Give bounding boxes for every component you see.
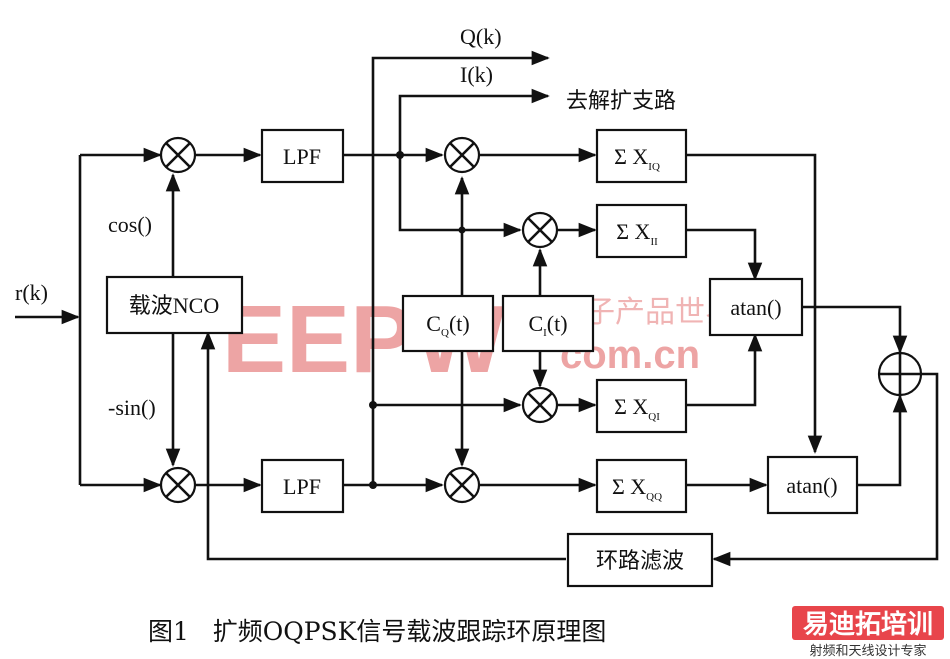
adder bbox=[877, 351, 923, 397]
mixer-bottom-left bbox=[159, 466, 197, 504]
sum-ii-block: Σ XII bbox=[595, 203, 688, 259]
figure-caption: 图1 扩频OQPSK信号载波跟踪环原理图 bbox=[148, 617, 606, 646]
sum-qi-label: Σ XQI bbox=[614, 394, 660, 423]
lpf-top-label: LPF bbox=[283, 144, 321, 169]
nco-label: 载波NCO bbox=[129, 293, 219, 318]
q-output-label: Q(k) bbox=[460, 24, 502, 49]
mixer-qi bbox=[521, 386, 559, 424]
sin-label: -sin() bbox=[108, 395, 156, 420]
mixer-ii bbox=[521, 211, 559, 249]
atan-top-label: atan() bbox=[730, 295, 781, 320]
corner-logo-title: 易迪拓培训 bbox=[803, 610, 933, 640]
lpf-bottom-label: LPF bbox=[283, 474, 321, 499]
corner-logo: 易迪拓培训 射频和天线设计专家 bbox=[792, 606, 944, 659]
sum-iq-block: Σ XIQ bbox=[595, 128, 688, 184]
atan-top-block: atan() bbox=[708, 277, 804, 337]
lpf-bottom-block: LPF bbox=[260, 458, 345, 514]
cq-label: CQ(t) bbox=[426, 311, 469, 339]
mixer-top-mid bbox=[443, 136, 481, 174]
corner-logo-subtitle: 射频和天线设计专家 bbox=[809, 643, 926, 659]
sum-qq-block: Σ XQQ bbox=[595, 458, 688, 514]
mixer-bottom-mid bbox=[443, 466, 481, 504]
sum-ii-label: Σ XII bbox=[616, 219, 658, 248]
atan-bottom-label: atan() bbox=[786, 473, 837, 498]
sum-qq-label: Σ XQQ bbox=[612, 474, 662, 503]
ci-label: CI(t) bbox=[528, 311, 567, 339]
cos-label: cos() bbox=[108, 212, 152, 237]
cq-block: CQ(t) bbox=[401, 294, 495, 353]
atan-bottom-block: atan() bbox=[766, 455, 859, 515]
loop-filter-label: 环路滤波 bbox=[596, 548, 684, 573]
ci-block: CI(t) bbox=[501, 294, 595, 353]
loop-filter-block: 环路滤波 bbox=[566, 532, 714, 588]
sum-qi-block: Σ XQI bbox=[595, 378, 688, 434]
lpf-top-block: LPF bbox=[260, 128, 345, 184]
input-label: r(k) bbox=[15, 280, 48, 305]
mixer-top-left bbox=[159, 136, 197, 174]
sum-iq-label: Σ XIQ bbox=[614, 144, 660, 173]
signal-wires bbox=[15, 50, 939, 567]
i-output-label: I(k) bbox=[460, 62, 493, 87]
despread-path-label: 去解扩支路 bbox=[566, 88, 676, 113]
nco-block: 载波NCO bbox=[105, 275, 244, 335]
